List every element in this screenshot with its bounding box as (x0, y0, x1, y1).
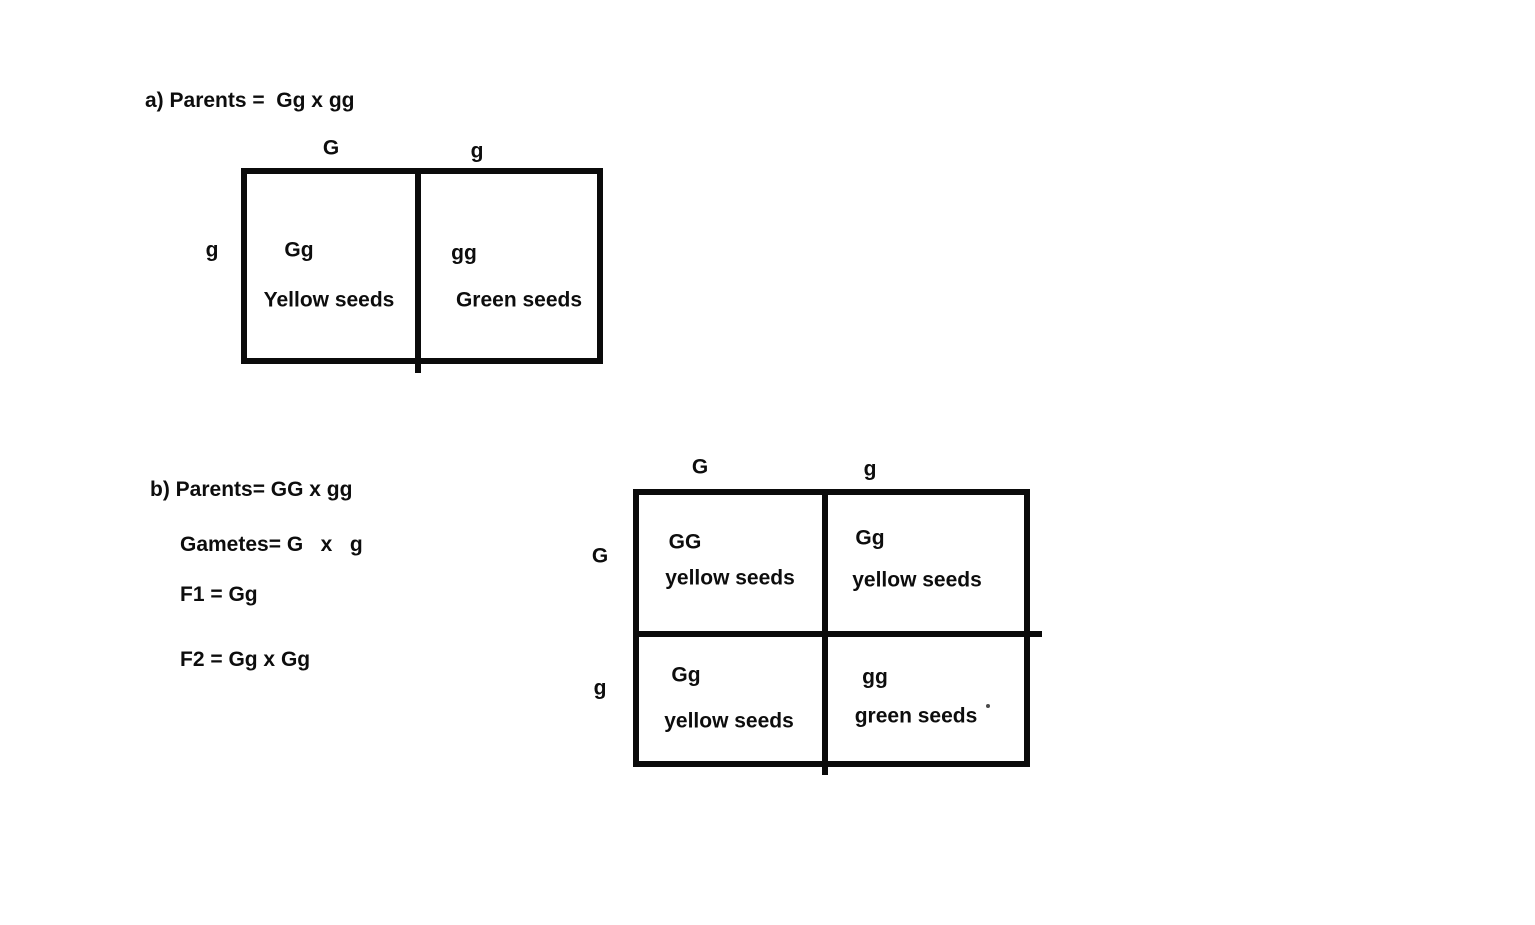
punnett-a-cell-2-genotype: gg (451, 241, 477, 265)
section-b-f1: F1 = Gg (180, 583, 258, 606)
punnett-b-cell-2-phenotype: yellow seeds (852, 568, 982, 592)
punnett-a-col-header-G: G (322, 136, 340, 160)
punnett-b-hdivider (633, 631, 1042, 637)
punnett-a-box (241, 168, 603, 364)
punnett-b-cell-4-genotype: gg (862, 665, 888, 689)
punnett-b-cell-1-phenotype: yellow seeds (665, 566, 795, 590)
section-b-gametes: Gametes= G x g (180, 533, 363, 556)
punnett-a-cell-1-genotype: Gg (284, 238, 314, 262)
punnett-a-col-header-g: g (470, 139, 484, 163)
punnett-b-box (633, 489, 1030, 767)
section-b-title: b) Parents= GG x gg (150, 478, 353, 501)
punnett-a-cell-1-phenotype: Yellow seeds (263, 288, 395, 312)
section-b-f2: F2 = Gg x Gg (180, 648, 311, 671)
punnett-b-cell-3-genotype: Gg (671, 663, 701, 687)
punnett-a-row-header-g: g (205, 238, 219, 262)
punnett-b-row-header-g: g (593, 676, 607, 700)
section-a-title: a) Parents = Gg x gg (145, 89, 355, 112)
punnett-b-cell-4-phenotype: green seeds (854, 704, 978, 728)
punnett-b-cell-2-genotype: Gg (855, 526, 885, 550)
punnett-b-cell-1-genotype: GG (668, 530, 702, 554)
punnett-a-cell-2-phenotype: Green seeds (455, 288, 583, 312)
punnett-b-row-header-G: G (591, 544, 609, 568)
stray-mark (986, 704, 990, 708)
punnett-b-cell-3-phenotype: yellow seeds (664, 709, 794, 733)
punnett-b-col-header-G: G (691, 455, 709, 479)
punnett-b-col-header-g: g (863, 457, 877, 481)
punnett-a-divider (415, 168, 421, 373)
